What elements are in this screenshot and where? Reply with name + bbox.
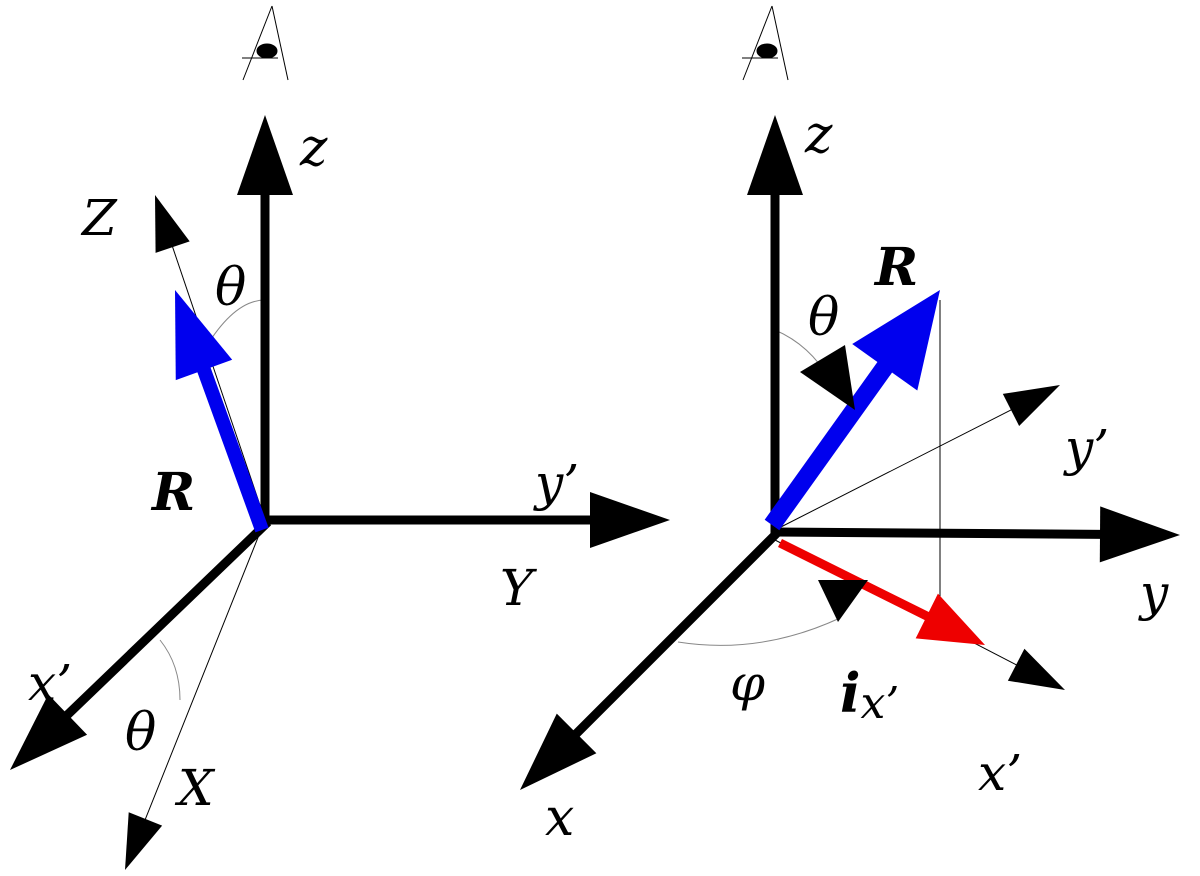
label-yprime-right: y’ bbox=[1063, 419, 1109, 477]
arrowhead-icon bbox=[520, 713, 597, 790]
arrow-shaft bbox=[571, 528, 782, 739]
arrowhead-icon bbox=[1099, 506, 1180, 563]
arrowhead-icon bbox=[237, 115, 293, 195]
label-R-left: R bbox=[150, 462, 195, 523]
arrowhead-icon bbox=[125, 812, 163, 870]
label-z-left: z bbox=[299, 118, 328, 178]
vector-ix-right bbox=[777, 538, 985, 645]
axis-X-left bbox=[125, 519, 266, 870]
arrowhead-icon bbox=[852, 290, 940, 391]
arrow-shaft bbox=[764, 360, 894, 531]
observer-eye-icon-right bbox=[742, 5, 789, 81]
axis-yprime-right bbox=[774, 385, 1060, 531]
arrowhead-icon bbox=[747, 115, 803, 195]
label-theta-right: θ bbox=[808, 288, 839, 348]
phi-arc-right bbox=[677, 617, 841, 646]
label-R-right: R bbox=[873, 237, 918, 298]
label-z-right: z bbox=[804, 105, 833, 165]
arrow-shaft bbox=[171, 245, 266, 521]
label-phi-right: φ bbox=[730, 654, 765, 712]
observer-eye-icon-left bbox=[242, 5, 289, 81]
phi-arc-arrowhead bbox=[818, 580, 868, 622]
arrow-shaft bbox=[774, 408, 1013, 531]
axis-xprime-left bbox=[10, 518, 272, 770]
arrow-shaft bbox=[144, 519, 266, 821]
axis-z-left bbox=[237, 115, 293, 525]
axis-x-right bbox=[520, 528, 782, 790]
axis-Z-left bbox=[155, 195, 266, 521]
theta-arc-arrowhead bbox=[800, 345, 855, 410]
arrowhead-icon bbox=[590, 492, 670, 548]
arrowhead-icon bbox=[10, 694, 88, 770]
label-y-right: y bbox=[1138, 564, 1169, 622]
arrowhead-icon bbox=[175, 290, 233, 381]
vector-R-right bbox=[764, 290, 940, 531]
arrowhead-icon bbox=[800, 345, 855, 410]
arrowhead-icon bbox=[915, 593, 985, 645]
axis-z-right bbox=[747, 115, 803, 535]
arrow-shaft bbox=[196, 365, 269, 533]
label-xprime-left: x’ bbox=[28, 654, 72, 712]
axis-y-right bbox=[774, 506, 1180, 563]
label-xprime-right: x’ bbox=[978, 744, 1022, 802]
label-Y-left: Y bbox=[500, 559, 537, 617]
label-x-right: x bbox=[545, 788, 574, 848]
label-theta-left-bottom: θ bbox=[125, 703, 156, 763]
arrowhead-icon bbox=[818, 580, 868, 622]
label-Z-left: Z bbox=[80, 189, 118, 247]
ix-subscript: x’ bbox=[861, 678, 900, 729]
arrowhead-icon bbox=[155, 195, 190, 253]
arrowhead-icon bbox=[1002, 385, 1060, 426]
ix-main: i bbox=[840, 661, 861, 725]
label-yprime-left: y’ bbox=[533, 454, 579, 512]
label-ix-right: ix’ bbox=[840, 661, 899, 729]
label-theta-left-top: θ bbox=[215, 258, 246, 318]
arrow-shaft bbox=[63, 518, 272, 720]
theta-arc-left-bottom bbox=[159, 639, 181, 701]
arrow-shaft bbox=[774, 527, 1103, 539]
arrowhead-icon bbox=[1007, 648, 1065, 690]
vector-R-left bbox=[175, 290, 269, 533]
arrow-shaft bbox=[777, 538, 931, 621]
axis-yprime-left bbox=[265, 492, 670, 548]
label-X-left: X bbox=[174, 759, 216, 817]
